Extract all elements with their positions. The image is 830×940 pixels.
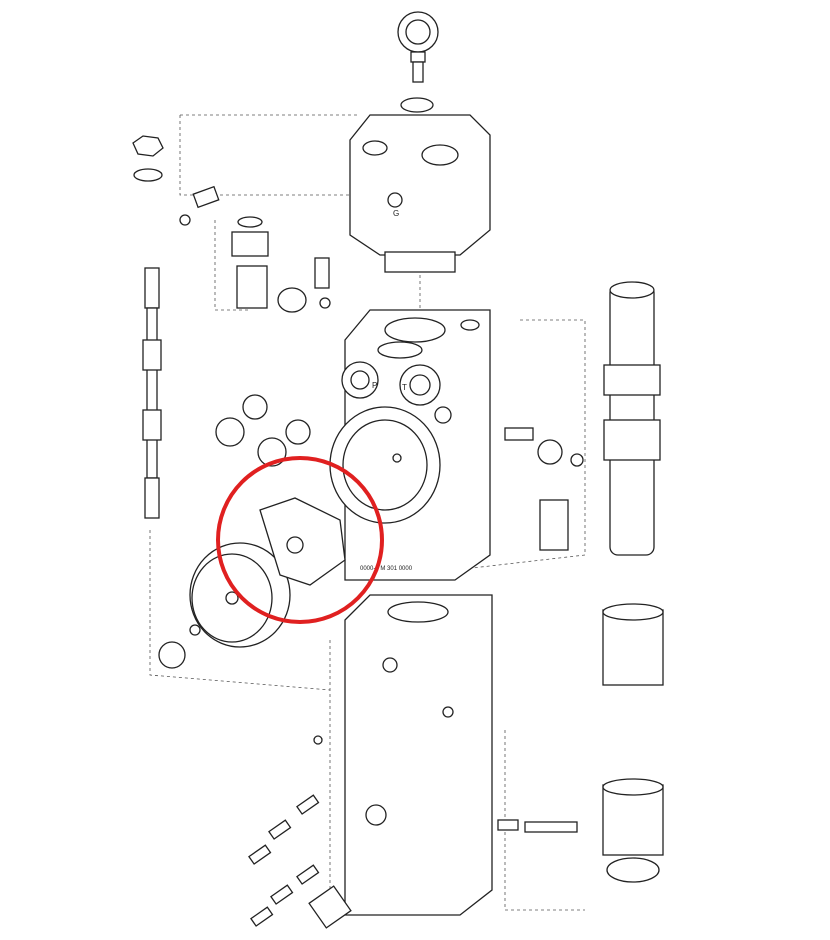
pins (248, 735, 352, 929)
cover-plate (158, 542, 291, 669)
part-number-label: 0000-0 M 301 0000 (360, 566, 413, 572)
main-valve-body: P T 0000-0 M 301 0000 (329, 309, 491, 581)
highlight-circle (216, 456, 384, 624)
cam-plate (259, 497, 346, 586)
plugs-left (215, 394, 311, 467)
eye-bolt (397, 11, 439, 83)
lower-block (344, 594, 578, 916)
port-t-label: T (402, 383, 407, 392)
port-g-label: G (393, 209, 399, 218)
tie-rod (142, 267, 162, 519)
top-cap-block: G (349, 97, 491, 273)
sleeve (602, 603, 664, 883)
spool (603, 281, 661, 556)
right-fitting (504, 427, 584, 551)
leader-lines (149, 114, 586, 911)
fitting-small (179, 185, 331, 313)
port-p-label: P (372, 381, 377, 390)
nut-and-washer (132, 135, 164, 182)
